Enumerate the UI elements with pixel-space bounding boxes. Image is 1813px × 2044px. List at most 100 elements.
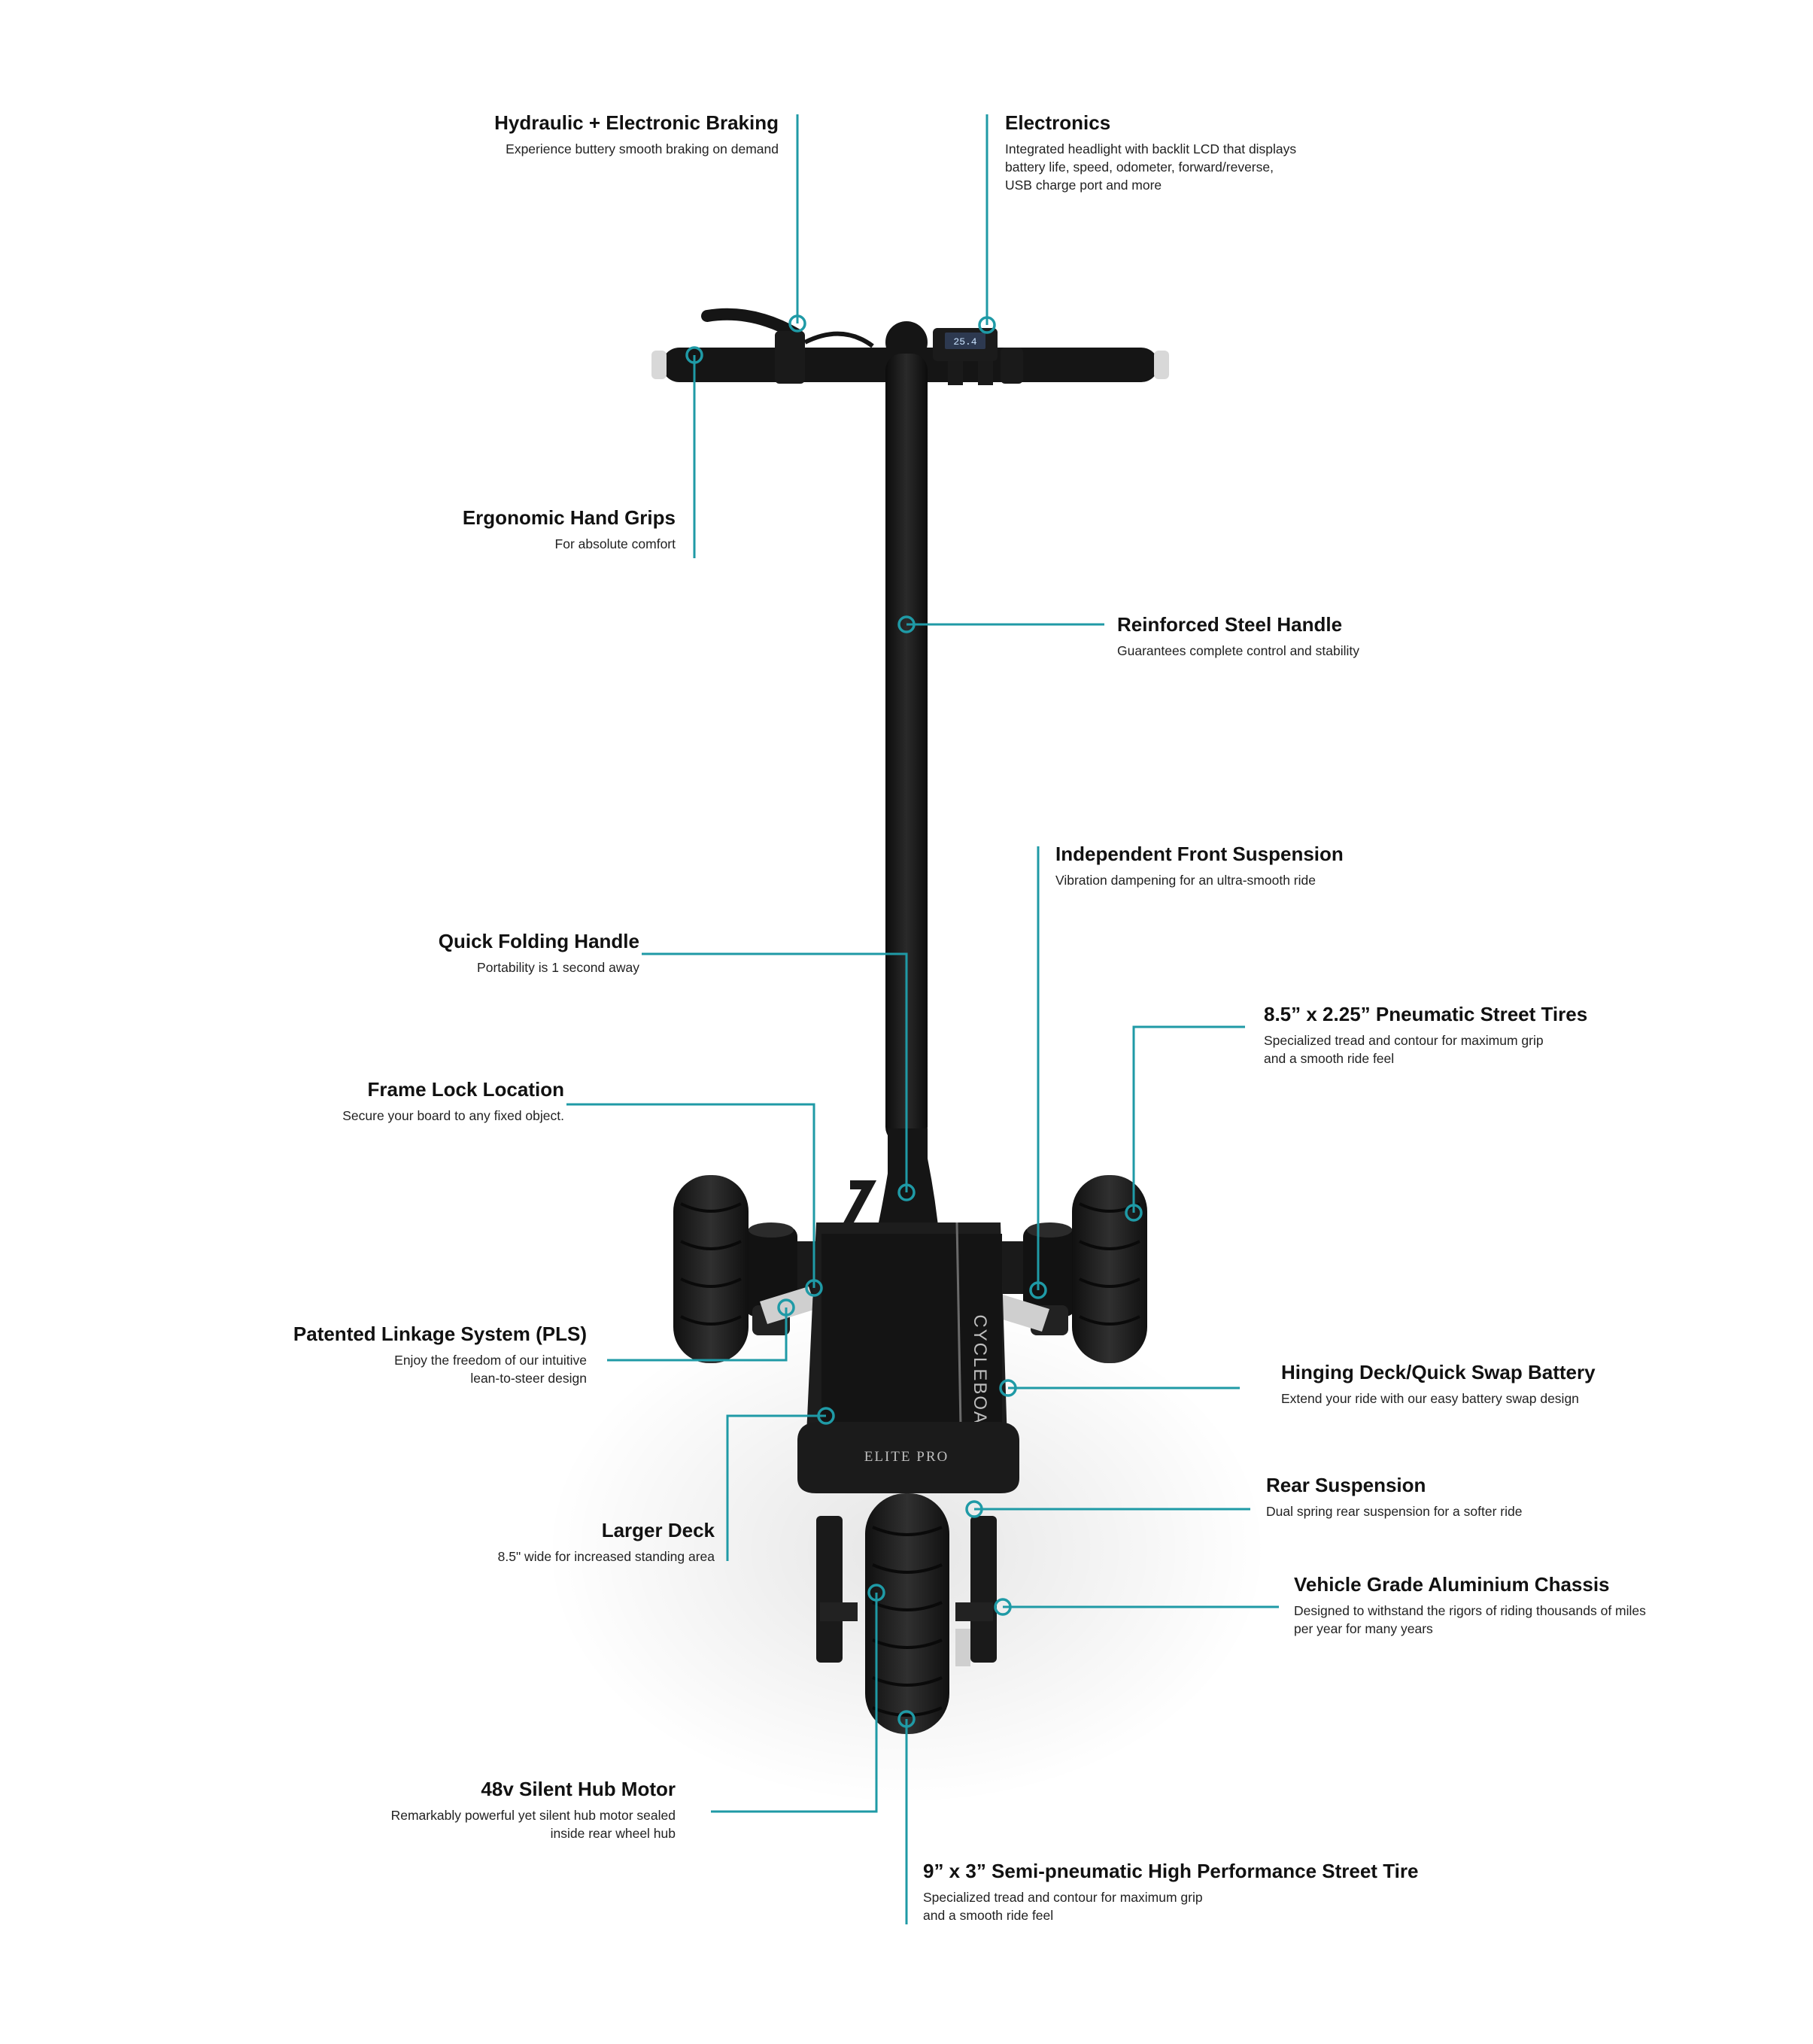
callout-title: Vehicle Grade Aluminium Chassis [1294, 1573, 1610, 1596]
leader-larger-deck [726, 1414, 826, 1561]
callout-desc: Remarkably powerful yet silent hub motor… [391, 1806, 676, 1842]
leader-front-suspension-dot [1029, 1281, 1047, 1299]
deck-tail [797, 1422, 1019, 1493]
front-left-wheel [673, 1175, 749, 1363]
callout-title: Independent Front Suspension [1055, 843, 1344, 865]
leader-linkage-system-dot [777, 1298, 795, 1317]
callout-frame-lock: Frame Lock Location Secure your board to… [342, 1077, 564, 1125]
rear-frame-right [970, 1516, 997, 1663]
callout-title: Quick Folding Handle [438, 930, 639, 952]
desc-line: Portability is 1 second away [477, 960, 639, 975]
callout-hub-motor: 48v Silent Hub Motor Remarkably powerful… [391, 1777, 676, 1842]
linkage-right [993, 1294, 1049, 1332]
callout-title: Reinforced Steel Handle [1117, 613, 1343, 636]
callout-title: Frame Lock Location [367, 1078, 565, 1101]
callout-desc: Secure your board to any fixed object. [342, 1107, 564, 1125]
desc-line: Designed to withstand the rigors of ridi… [1294, 1603, 1646, 1618]
callout-title: Hinging Deck/Quick Swap Battery [1281, 1361, 1596, 1383]
desc-line: inside rear wheel hub [550, 1826, 676, 1841]
callout-front-suspension: Independent Front Suspension Vibration d… [1055, 842, 1344, 889]
callout-title: 8.5” x 2.25” Pneumatic Street Tires [1264, 1003, 1588, 1025]
callout-folding-handle: Quick Folding Handle Portability is 1 se… [439, 929, 639, 976]
leader-linkage-system [607, 1307, 788, 1362]
callout-linkage-system: Patented Linkage System (PLS) Enjoy the … [293, 1322, 587, 1387]
callout-desc: Experience buttery smooth braking on dem… [494, 140, 779, 158]
desc-line: For absolute comfort [554, 536, 676, 551]
linkage-left [760, 1286, 816, 1324]
desc-line: Enjoy the freedom of our intuitive [394, 1353, 587, 1368]
desc-line: Specialized tread and contour for maximu… [1264, 1033, 1544, 1048]
deck-model: ELITE PRO [864, 1449, 949, 1465]
callout-hinging-deck: Hinging Deck/Quick Swap Battery Extend y… [1281, 1360, 1596, 1408]
leader-folding-handle [642, 952, 908, 1192]
desc-line: Extend your ride with our easy battery s… [1281, 1391, 1579, 1406]
leader-aluminium-chassis-dot [994, 1598, 1012, 1616]
callout-desc: Dual spring rear suspension for a softer… [1266, 1502, 1522, 1520]
callout-rear-suspension: Rear Suspension Dual spring rear suspens… [1266, 1473, 1522, 1520]
desc-line: Remarkably powerful yet silent hub motor… [390, 1808, 676, 1823]
desc-line: per year for many years [1294, 1621, 1433, 1636]
callout-hand-grips: Ergonomic Hand Grips For absolute comfor… [463, 506, 676, 553]
desc-line: lean-to-steer design [470, 1371, 587, 1386]
leader-pneumatic-tires [1132, 1025, 1245, 1213]
callout-pneumatic-tires: 8.5” x 2.25” Pneumatic Street Tires Spec… [1264, 1002, 1587, 1068]
leader-folding-handle-dot [897, 1183, 916, 1201]
handle-stem [885, 354, 928, 1143]
callout-title: Rear Suspension [1266, 1474, 1426, 1496]
front-right-wheel [1072, 1175, 1147, 1363]
rear-wheel [865, 1493, 949, 1734]
callout-rear-tire: 9” x 3” Semi-pneumatic High Performance … [923, 1859, 1418, 1924]
desc-line: USB charge port and more [1005, 178, 1162, 193]
callout-title: Hydraulic + Electronic Braking [494, 111, 779, 134]
callout-desc: Vibration dampening for an ultra-smooth … [1055, 871, 1344, 889]
callout-steel-handle: Reinforced Steel Handle Guarantees compl… [1117, 612, 1359, 660]
leader-frame-lock-dot [805, 1279, 823, 1297]
leader-hub-motor [711, 1593, 878, 1813]
desc-line: and a smooth ride feel [923, 1908, 1054, 1923]
callout-desc: Integrated headlight with backlit LCD th… [1005, 140, 1296, 194]
callout-aluminium-chassis: Vehicle Grade Aluminium Chassis Designed… [1294, 1572, 1646, 1638]
leader-rear-tire-dot [897, 1710, 916, 1728]
leader-electronics-dot [978, 316, 996, 334]
desc-line: 8.5" wide for increased standing area [497, 1549, 715, 1564]
leader-frame-lock [566, 1103, 815, 1288]
desc-line: Integrated headlight with backlit LCD th… [1005, 141, 1297, 156]
callout-title: 9” x 3” Semi-pneumatic High Performance … [923, 1860, 1419, 1882]
callout-desc: For absolute comfort [463, 535, 676, 553]
desc-line: Vibration dampening for an ultra-smooth … [1055, 873, 1316, 888]
leader-pneumatic-tires-dot [1125, 1204, 1143, 1222]
callout-desc: 8.5" wide for increased standing area [498, 1547, 715, 1566]
callout-desc: Specialized tread and contour for maximu… [923, 1888, 1418, 1924]
leader-hand-grips-dot [685, 346, 703, 364]
desc-line: Specialized tread and contour for maximu… [923, 1890, 1203, 1905]
leader-hub-motor-dot [867, 1584, 885, 1602]
desc-line: and a smooth ride feel [1264, 1051, 1395, 1066]
callout-desc: Enjoy the freedom of our intuitive lean-… [293, 1351, 587, 1387]
leader-larger-deck-dot [817, 1407, 835, 1425]
desc-line: Secure your board to any fixed object. [342, 1108, 564, 1123]
leader-hinging-deck-dot [999, 1379, 1017, 1397]
callout-title: Electronics [1005, 111, 1111, 134]
callout-title: 48v Silent Hub Motor [481, 1778, 676, 1800]
desc-line: Experience buttery smooth braking on dem… [506, 141, 779, 156]
callout-desc: Guarantees complete control and stabilit… [1117, 642, 1359, 660]
callout-hydraulic-braking: Hydraulic + Electronic Braking Experienc… [494, 111, 779, 158]
callout-title: Ergonomic Hand Grips [462, 506, 676, 529]
desc-line: battery life, speed, odometer, forward/r… [1005, 159, 1274, 175]
callout-title: Patented Linkage System (PLS) [293, 1323, 587, 1345]
callout-electronics: Electronics Integrated headlight with ba… [1005, 111, 1296, 194]
leader-steel-handle-dot [897, 615, 916, 633]
callout-leader-lines [566, 114, 1279, 1924]
callout-desc: Extend your ride with our easy battery s… [1281, 1389, 1596, 1408]
rear-frame-left [816, 1516, 843, 1663]
callout-title: Larger Deck [601, 1519, 715, 1541]
desc-line: Dual spring rear suspension for a softer… [1266, 1504, 1523, 1519]
callout-desc: Designed to withstand the rigors of ridi… [1294, 1602, 1646, 1638]
callout-desc: Specialized tread and contour for maximu… [1264, 1031, 1587, 1068]
leader-rear-suspension-dot [965, 1500, 983, 1518]
callout-desc: Portability is 1 second away [439, 958, 639, 976]
desc-line: Guarantees complete control and stabilit… [1117, 643, 1359, 658]
lcd-readout: 25.4 [953, 336, 976, 348]
